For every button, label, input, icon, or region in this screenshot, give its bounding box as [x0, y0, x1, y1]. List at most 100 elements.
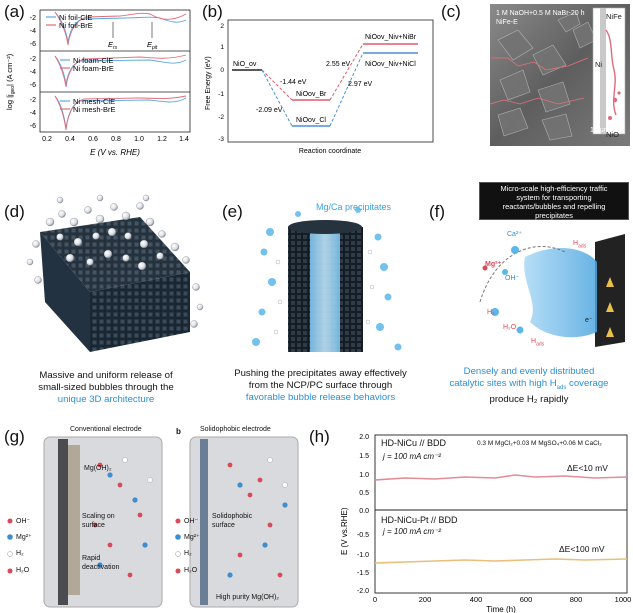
- legend-g-h2o-left: H₂O: [16, 567, 30, 574]
- xtick-a-1: 0.4: [65, 136, 75, 143]
- panel-f-caption: Densely and evenly distributed catalytic…: [449, 366, 609, 405]
- energy-1: -1.44 eV: [280, 79, 307, 86]
- state-niov-br: NiOov_Br: [296, 91, 327, 98]
- panel-a-plot: Ni foil-ClE Ni foil-BrE Ni foam-ClE Ni f…: [5, 9, 191, 157]
- legend-g-h2o-right: H₂O: [184, 567, 198, 574]
- panel-f: (f) Micro-scale high-efficiency traffic …: [425, 182, 633, 414]
- panel-d-3d-architecture: [26, 194, 204, 352]
- xtick-a-0: 0.2: [42, 136, 52, 143]
- annot-e-pit: E: [147, 40, 153, 49]
- legend-g-h2-right: H₂: [184, 550, 192, 557]
- ytick-b-0: 2: [220, 23, 224, 30]
- panel-a-label: (a): [4, 2, 25, 21]
- note-rapid-2: deactivation: [82, 564, 120, 571]
- energy-3: 2.55 eV: [326, 61, 350, 68]
- note-mgoh2: Mg(OH)₂: [84, 465, 112, 472]
- legend-ni-foil-br: Ni foil-BrE: [59, 21, 93, 30]
- panel-b-plot: 2 1 0 -1 -2 -3 NiO_ov NiOov_Br NiOov_Cl …: [205, 19, 434, 155]
- legend-ni-mesh-br: Ni mesh-BrE: [73, 105, 116, 114]
- legend-ni-foam-br: Ni foam-BrE: [73, 64, 114, 73]
- ion-e-minus: e⁻: [585, 317, 593, 324]
- panel-d-caption: Massive and uniform release of small-siz…: [38, 370, 174, 405]
- legend-g-oh-left: OH⁻: [16, 518, 31, 525]
- legend-ni-foil-cl: Ni foil-ClE: [59, 13, 92, 22]
- panel-g-electrodes: [7, 436, 299, 608]
- panel-b: (b) 2 1 0 -1 -2 -3 NiO_ov NiOov_Br NiOov…: [200, 0, 438, 165]
- ytick-top-2: -4: [30, 28, 36, 35]
- panel-g-b-marker: b: [176, 427, 181, 436]
- legend-g-oh-right: OH⁻: [184, 518, 199, 525]
- title-hd-nicu-pt: HD-NiCu-Pt // BDD: [381, 515, 458, 525]
- panel-d-label: (d): [4, 202, 25, 221]
- xtick-h-5: 1000: [615, 595, 632, 604]
- ytick-b-4: -2: [218, 114, 224, 121]
- ytick-mid-1: -2: [30, 56, 36, 63]
- energy-4: 2.97 eV: [348, 81, 372, 88]
- ytick-b-3: -1: [218, 91, 224, 98]
- ion-h2o: H₂O: [503, 324, 517, 331]
- ytick-h-2: -1.0: [357, 552, 369, 559]
- annot-e-pit-sub: pit: [151, 45, 158, 51]
- electrolyte-label: 0.3 M MgCl₂+0.03 M MgSO₄+0.06 M CaCl₂: [477, 440, 602, 447]
- ytick-h-0: -2.0: [357, 588, 369, 595]
- legend-ni-mesh-cl: Ni mesh-ClE: [73, 97, 115, 106]
- legend-nife: NiFe: [606, 12, 622, 21]
- panel-h-label: (h): [309, 427, 330, 446]
- ytick-h-6: 1.0: [359, 472, 369, 479]
- conventional-title: Conventional electrode: [70, 426, 142, 433]
- xtick-a-3: 0.8: [111, 136, 121, 143]
- ylabel-a: log |jgeo| (A cm⁻²): [5, 53, 16, 110]
- note-solidophobic-1: Solidophobic: [212, 513, 253, 520]
- panel-a: (a) Ni foil-ClE Ni foil-BrE Ni foam-ClE …: [0, 0, 195, 165]
- xtick-h-0: 0: [373, 595, 377, 604]
- current-density-1: j = 100 mA cm⁻²: [383, 452, 441, 461]
- svg-text:Ers: Ers: [108, 40, 118, 51]
- ytick-mid-3: -6: [30, 82, 36, 89]
- h-ads-bot: Hads: [531, 338, 545, 348]
- current-density-2: j = 100 mA cm⁻²: [383, 527, 441, 536]
- traffic-banner: Micro-scale high-efficiency traffic syst…: [479, 182, 629, 220]
- precipitates-tag: Mg/Ca precipitates: [316, 202, 392, 212]
- panel-c-label: (c): [441, 2, 461, 21]
- ytick-h-5: 0.5: [359, 490, 369, 497]
- legend-g-mg-right: Mg²⁺: [184, 534, 200, 541]
- panel-e-ncp-structure: [252, 207, 402, 352]
- state-niov-nibr: NiOov_Niv+NiBr: [365, 34, 417, 41]
- panel-c-sem-image: [489, 4, 630, 149]
- delta-e-2: ΔE<100 mV: [559, 544, 605, 554]
- ytick-mid-2: -4: [30, 69, 36, 76]
- note-scaling-2: surface: [82, 522, 105, 529]
- xtick-h-4: 800: [570, 595, 583, 604]
- sem-conditions-1: 1 M NaOH+0.5 M NaBr-20 h: [496, 10, 585, 17]
- xlabel-a: E (V vs. RHE): [90, 148, 140, 157]
- ytick-b-1: 1: [220, 44, 224, 51]
- panel-g: (g) b Conventional electrode Solidophobi…: [0, 425, 302, 613]
- legend-ni: Ni: [595, 60, 603, 69]
- ytick-bot-1: -2: [30, 97, 36, 104]
- sem-conditions-2: NiFe-E: [496, 19, 518, 26]
- xlabel-h: Time (h): [486, 605, 516, 613]
- state-nio-ov: NiO_ov: [233, 61, 257, 68]
- note-solidophobic-2: surface: [212, 522, 235, 529]
- annot-e-rs: E: [108, 40, 114, 49]
- panel-h-stability-plot: -2.0 -1.5 -1.0 -0.5 0.0 0.5 1.0 1.5 2.0 …: [340, 434, 632, 613]
- xtick-a-2: 0.6: [88, 136, 98, 143]
- scale-bar-label: 10 μm: [590, 127, 610, 134]
- xtick-a-6: 1.4: [179, 136, 189, 143]
- panel-e: (e) Mg/Ca precipitates Pu: [218, 192, 423, 414]
- ytick-h-7: 1.5: [359, 453, 369, 460]
- ion-mg: Mg²⁺: [485, 261, 502, 268]
- ytick-bot-2: -4: [30, 110, 36, 117]
- xtick-a-5: 1.2: [157, 136, 167, 143]
- panel-c: (c) 1 M NaOH+0.: [438, 0, 633, 165]
- ylabel-b: Free Energy (eV): [205, 56, 212, 110]
- svg-text:Epit: Epit: [147, 40, 158, 51]
- panel-g-label: (g): [4, 427, 25, 446]
- ytick-b-5: -3: [218, 136, 224, 143]
- note-scaling-1: Scaling on: [82, 513, 115, 520]
- panel-b-label: (b): [202, 2, 223, 21]
- panel-f-catalyst-schematic: [479, 234, 625, 347]
- ytick-b-2: 0: [220, 67, 224, 74]
- ytick-h-4: 0.0: [359, 508, 369, 515]
- legend-g-mg-left: Mg²⁺: [16, 534, 32, 541]
